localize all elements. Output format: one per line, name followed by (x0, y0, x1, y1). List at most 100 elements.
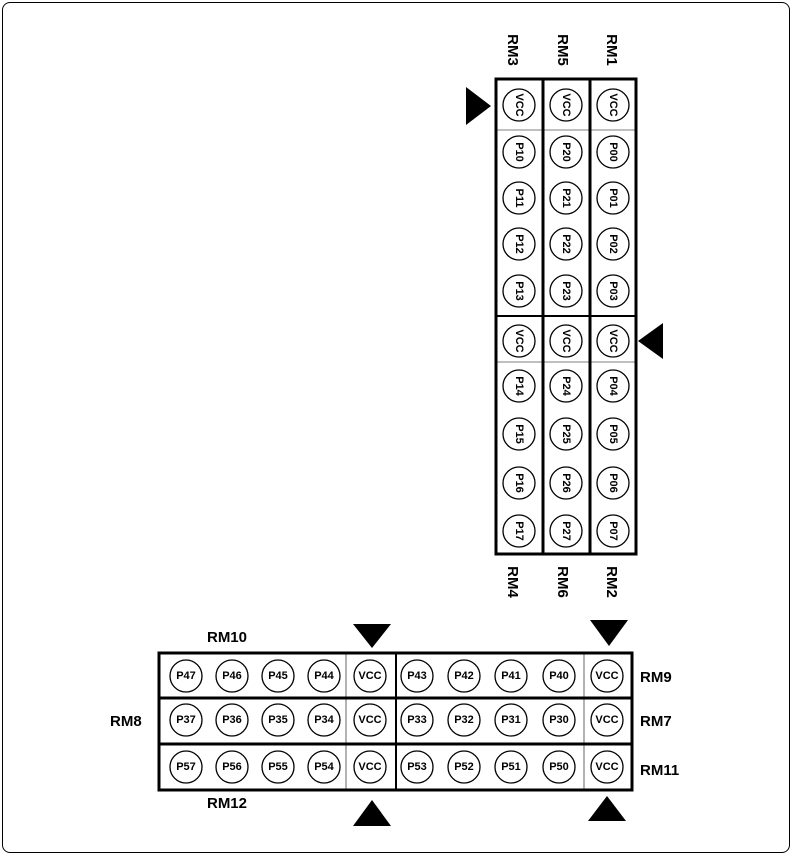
pin-label: P53 (407, 761, 427, 773)
label-rm2: RM2 (603, 566, 620, 598)
pin-label: P13 (513, 281, 525, 301)
pin-p45: P45 (261, 659, 295, 693)
pin-circle (596, 324, 630, 358)
pin-label: P56 (222, 761, 242, 773)
pin-circle (590, 750, 624, 784)
pin-p40: P40 (542, 659, 576, 693)
pin-p00: P00 (596, 135, 630, 169)
pin-p17: P17 (502, 514, 536, 548)
pin-vcc: VCC (596, 88, 630, 122)
pin-circle (447, 750, 481, 784)
pin-label: P45 (268, 670, 288, 682)
pin-label: P12 (513, 234, 525, 254)
pin-p02: P02 (596, 227, 630, 261)
pin-circle (502, 227, 536, 261)
pin-label: P04 (607, 376, 619, 396)
pin-p52: P52 (447, 750, 481, 784)
pin-vcc: VCC (353, 703, 387, 737)
pin-label: VCC (513, 93, 525, 116)
pin-circle (542, 750, 576, 784)
pin-label: P01 (607, 188, 619, 208)
pin-label: P43 (407, 670, 427, 682)
pin-p54: P54 (307, 750, 341, 784)
pin-circle (261, 703, 295, 737)
pin-circle (215, 659, 249, 693)
pin-label: VCC (560, 329, 572, 352)
pin-label: P34 (314, 714, 334, 726)
pin-vcc: VCC (549, 324, 583, 358)
pin-circle (549, 417, 583, 451)
pin-p01: P01 (596, 181, 630, 215)
pin-circle (590, 659, 624, 693)
pin-label: P30 (549, 714, 569, 726)
pin-label: P22 (560, 234, 572, 254)
pin-circle (596, 514, 630, 548)
pin-label: P03 (607, 281, 619, 301)
pin-label: P41 (501, 670, 521, 682)
pin-circle (502, 466, 536, 500)
pin-circle (502, 324, 536, 358)
pin-label: P27 (560, 521, 572, 541)
pin-circle (590, 703, 624, 737)
pin-label: VCC (595, 670, 618, 682)
pin-label: P17 (513, 521, 525, 541)
label-rm7: RM7 (640, 713, 672, 730)
pin-label: VCC (607, 329, 619, 352)
pin-label: VCC (607, 93, 619, 116)
pin-label: P06 (607, 473, 619, 493)
pin-circle (502, 369, 536, 403)
pin-p15: P15 (502, 417, 536, 451)
pin-circle (549, 369, 583, 403)
pin-label: P44 (314, 670, 334, 682)
pin-label: VCC (358, 670, 381, 682)
arrow-down-marker (353, 624, 391, 648)
pin-p32: P32 (447, 703, 481, 737)
pin-p20: P20 (549, 135, 583, 169)
pin-circle (549, 466, 583, 500)
pin-label: P47 (176, 670, 196, 682)
pin-p27: P27 (549, 514, 583, 548)
pin-circle (215, 703, 249, 737)
pin-label: P54 (314, 761, 334, 773)
pin-circle (261, 659, 295, 693)
pin-p24: P24 (549, 369, 583, 403)
pin-circle (400, 659, 434, 693)
pin-label: P10 (513, 142, 525, 162)
pin-label: P14 (513, 376, 525, 396)
pin-label: P15 (513, 424, 525, 444)
pin-circle (494, 659, 528, 693)
pin-p57: P57 (169, 750, 203, 784)
label-rm4: RM4 (504, 566, 521, 598)
pin-label: P57 (176, 761, 196, 773)
pin-vcc: VCC (596, 324, 630, 358)
label-rm6: RM6 (554, 566, 571, 598)
pin-circle (502, 181, 536, 215)
pin-vcc: VCC (502, 88, 536, 122)
pin-circle (447, 659, 481, 693)
pin-circle (169, 703, 203, 737)
pin-p43: P43 (400, 659, 434, 693)
pin-label: P31 (501, 714, 521, 726)
pin-circle (353, 750, 387, 784)
pin-label: VCC (560, 93, 572, 116)
pin-circle (549, 88, 583, 122)
pin-label: P36 (222, 714, 242, 726)
pin-vcc: VCC (353, 750, 387, 784)
pin-p13: P13 (502, 274, 536, 308)
pin-circle (307, 703, 341, 737)
label-rm11: RM11 (640, 762, 679, 779)
pin-circle (502, 514, 536, 548)
pin-circle (307, 750, 341, 784)
pin-circle (596, 369, 630, 403)
pin-p55: P55 (261, 750, 295, 784)
pin-circle (502, 135, 536, 169)
pin-circle (549, 227, 583, 261)
pin-circle (596, 135, 630, 169)
arrow-up-marker (588, 796, 626, 821)
pin-p14: P14 (502, 369, 536, 403)
pin-circle (549, 324, 583, 358)
arrow-left-marker (638, 323, 663, 359)
pin-circle (494, 750, 528, 784)
pin-circle (502, 88, 536, 122)
